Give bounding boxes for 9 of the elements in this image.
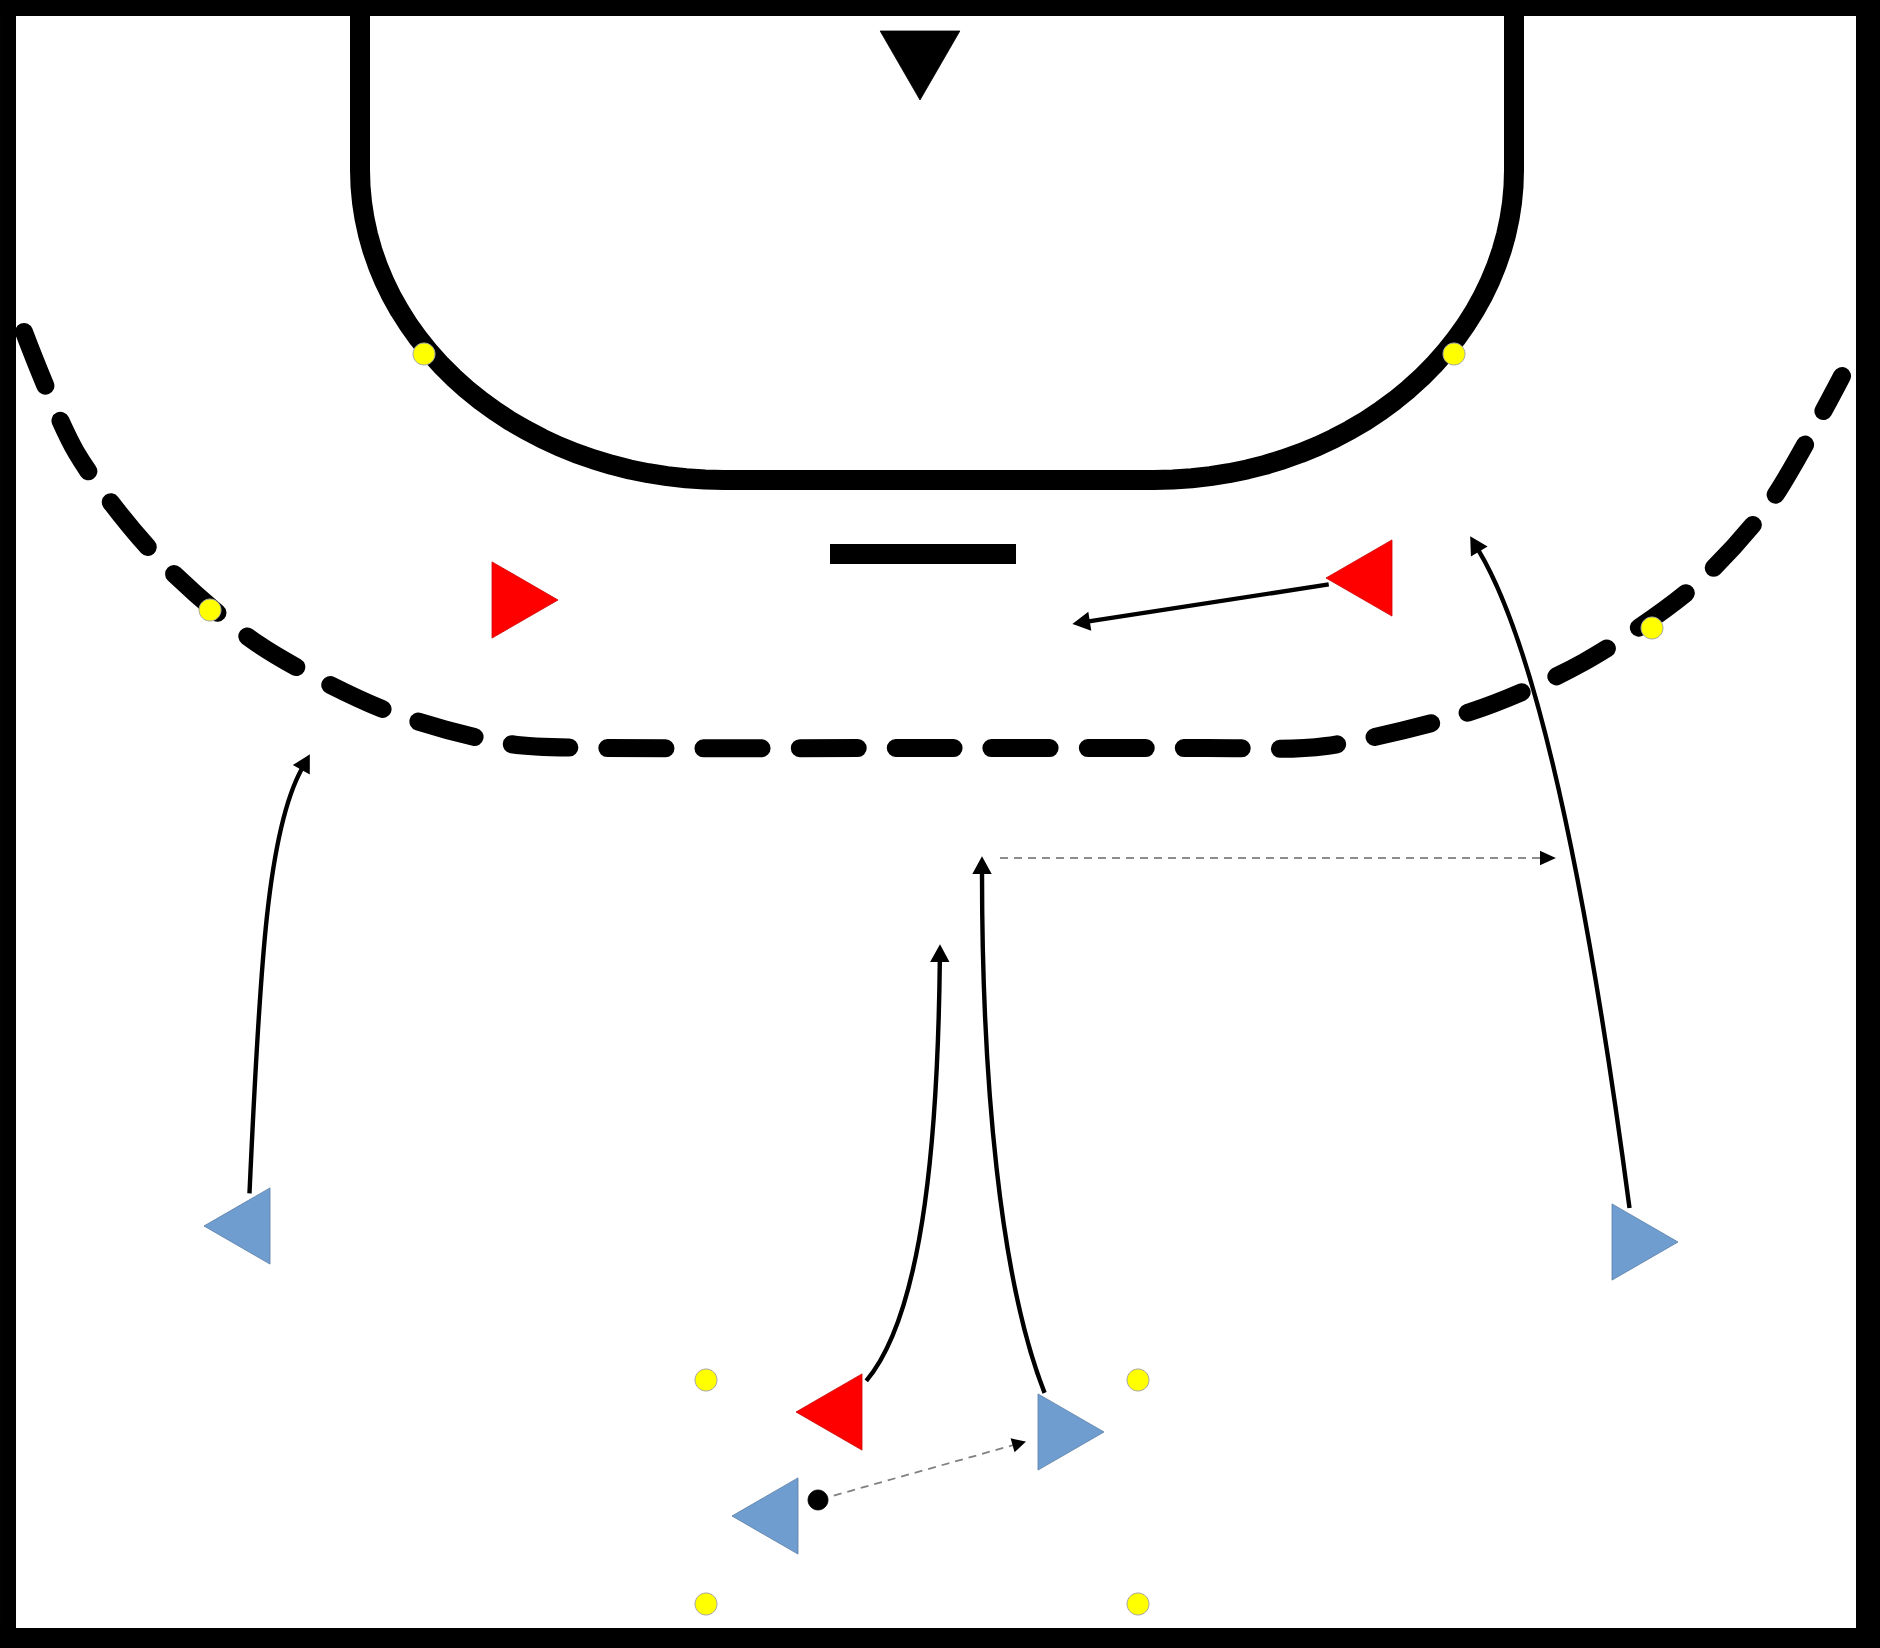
ball [807,1489,829,1511]
player-triangle [203,1187,271,1265]
player-triangle [1037,1393,1105,1471]
player-triangle [795,1373,863,1451]
player-triangle [731,1477,799,1555]
player-triangle [491,561,559,639]
player-triangle [1611,1203,1679,1281]
player-triangle [1325,539,1393,617]
player-triangle [879,30,961,101]
